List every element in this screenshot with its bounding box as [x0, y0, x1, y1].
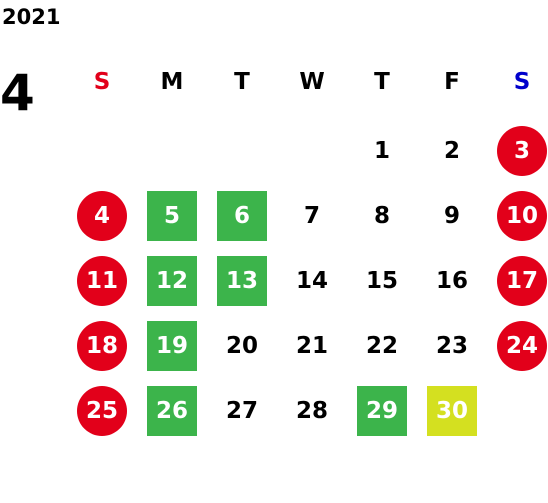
day-12[interactable]: 12	[147, 256, 197, 306]
weekday-thu: T	[374, 69, 390, 95]
day-29[interactable]: 29	[357, 386, 407, 436]
day-24[interactable]: 24	[497, 321, 547, 371]
day-18[interactable]: 18	[77, 321, 127, 371]
month-number: 4	[0, 64, 35, 122]
day-7[interactable]: 7	[303, 203, 320, 229]
day-25[interactable]: 25	[77, 386, 127, 436]
weekday-mon: M	[160, 69, 184, 95]
day-9[interactable]: 9	[443, 203, 460, 229]
day-30[interactable]: 30	[427, 386, 477, 436]
weekday-sat: S	[513, 69, 531, 95]
day-2[interactable]: 2	[443, 138, 460, 164]
day-11[interactable]: 11	[77, 256, 127, 306]
day-27[interactable]: 27	[225, 398, 258, 424]
day-20[interactable]: 20	[225, 333, 258, 359]
day-3[interactable]: 3	[497, 126, 547, 176]
day-6[interactable]: 6	[217, 191, 267, 241]
weekday-wed: W	[299, 69, 325, 95]
day-23[interactable]: 23	[435, 333, 468, 359]
day-1[interactable]: 1	[373, 138, 390, 164]
year-label: 2021	[2, 5, 61, 29]
weekday-tue: T	[234, 69, 250, 95]
day-17[interactable]: 17	[497, 256, 547, 306]
day-16[interactable]: 16	[435, 268, 468, 294]
day-10[interactable]: 10	[497, 191, 547, 241]
weekday-fri: F	[444, 69, 460, 95]
day-19[interactable]: 19	[147, 321, 197, 371]
day-28[interactable]: 28	[295, 398, 328, 424]
day-13[interactable]: 13	[217, 256, 267, 306]
day-4[interactable]: 4	[77, 191, 127, 241]
weekday-sun: S	[93, 69, 111, 95]
day-15[interactable]: 15	[365, 268, 398, 294]
day-14[interactable]: 14	[295, 268, 328, 294]
day-21[interactable]: 21	[295, 333, 328, 359]
day-5[interactable]: 5	[147, 191, 197, 241]
day-22[interactable]: 22	[365, 333, 398, 359]
day-8[interactable]: 8	[373, 203, 390, 229]
day-26[interactable]: 26	[147, 386, 197, 436]
